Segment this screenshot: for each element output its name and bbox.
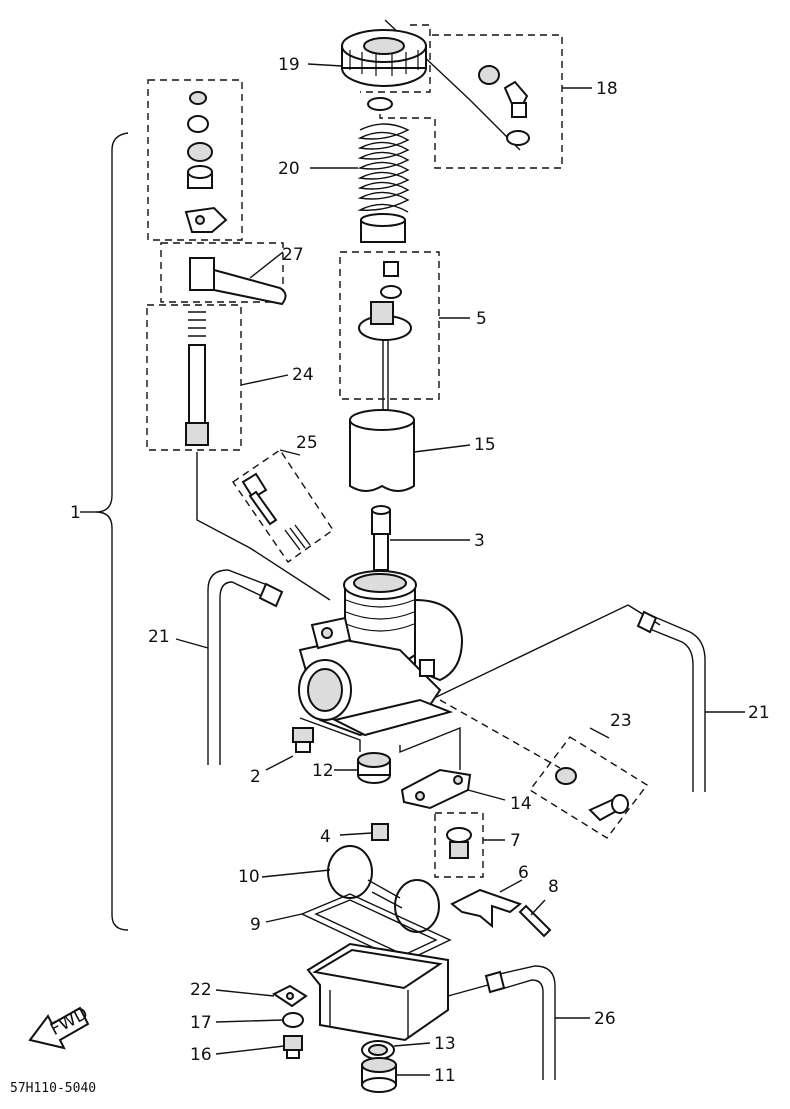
callout-18: 18 — [596, 79, 618, 99]
callout-labels: 1 2 3 4 5 6 7 8 9 10 11 12 13 14 15 16 1… — [70, 55, 770, 1086]
part-2-screw — [292, 727, 314, 753]
callout-14: 14 — [510, 794, 532, 814]
part-21-left-hose — [207, 569, 284, 765]
group-box-25 — [232, 449, 334, 563]
callout-9: 9 — [250, 915, 261, 935]
callout-25: 25 — [296, 433, 318, 453]
part-19-washer — [367, 97, 393, 111]
group-box-top-left — [147, 79, 243, 241]
part-26-hose — [484, 965, 556, 1080]
group-box-7 — [434, 812, 484, 878]
part-25-pilot-screw — [241, 472, 311, 551]
callout-27: 27 — [282, 245, 304, 265]
carburetor-body — [298, 570, 464, 737]
group-box-23 — [528, 736, 649, 839]
callout-2: 2 — [250, 767, 261, 787]
part-5-needle — [358, 261, 412, 420]
guide-line-24 — [196, 452, 331, 601]
guide-line-bowl — [299, 717, 361, 752]
group-box-18 — [379, 34, 563, 169]
part-7-jet — [446, 827, 472, 859]
guide-line-23 — [439, 699, 561, 769]
part-10-float — [327, 845, 440, 933]
part-16-screw — [283, 1035, 303, 1059]
part-27-lever — [189, 257, 287, 306]
group-box-19 — [360, 24, 431, 93]
part-6-clip — [450, 888, 523, 929]
callout-11: 11 — [434, 1066, 456, 1086]
callout-4: 4 — [320, 827, 331, 847]
callout-6: 6 — [518, 863, 529, 883]
part-19-top-cap — [341, 29, 427, 87]
top-left-small-parts — [184, 91, 228, 233]
leader-lines — [80, 63, 745, 1076]
callout-7: 7 — [510, 831, 521, 851]
callout-3: 3 — [474, 531, 485, 551]
callout-5: 5 — [476, 309, 487, 329]
drawing-code: 57H110-5040 — [10, 1081, 96, 1096]
part-23-screw — [555, 767, 629, 822]
callout-24: 24 — [292, 365, 314, 385]
callout-13: 13 — [434, 1034, 456, 1054]
group-box-5 — [339, 251, 440, 400]
callout-16: 16 — [190, 1045, 212, 1065]
part-11-plug — [361, 1057, 397, 1093]
part-20-spring — [357, 123, 410, 243]
guide-line-21-right — [429, 604, 661, 701]
part-8-pin — [518, 904, 552, 938]
callout-17: 17 — [190, 1013, 212, 1033]
part-21-right-hose — [636, 610, 706, 792]
part-22-washer — [272, 984, 308, 1008]
part-18-fitting — [478, 65, 530, 146]
part-17-washer — [282, 1012, 304, 1028]
float-bowl — [306, 942, 449, 1042]
part-15-throttle-slide — [349, 409, 415, 492]
callout-10: 10 — [238, 867, 260, 887]
assembly-bracket — [95, 132, 129, 931]
callout-15: 15 — [474, 435, 496, 455]
callout-19: 19 — [278, 55, 300, 75]
callout-1: 1 — [70, 503, 81, 523]
part-4-jet — [371, 823, 389, 841]
part-3-needle-jet — [371, 505, 391, 571]
group-box-27 — [160, 242, 284, 303]
part-9-gasket — [300, 893, 452, 963]
callout-21-left: 21 — [148, 627, 170, 647]
part-12-nozzle — [357, 752, 391, 784]
callout-8: 8 — [548, 877, 559, 897]
callout-22: 22 — [190, 980, 212, 1000]
fwd-arrow-icon: FWD — [28, 1004, 92, 1050]
guide-line-14 — [399, 726, 461, 770]
part-24-adjuster — [185, 311, 209, 446]
callout-26: 26 — [594, 1009, 616, 1029]
part-14-plate — [400, 768, 472, 810]
part-13-oring — [361, 1040, 395, 1060]
callout-21-right: 21 — [748, 703, 770, 723]
callout-20: 20 — [278, 159, 300, 179]
callout-23: 23 — [610, 711, 632, 731]
callout-12: 12 — [312, 761, 334, 781]
